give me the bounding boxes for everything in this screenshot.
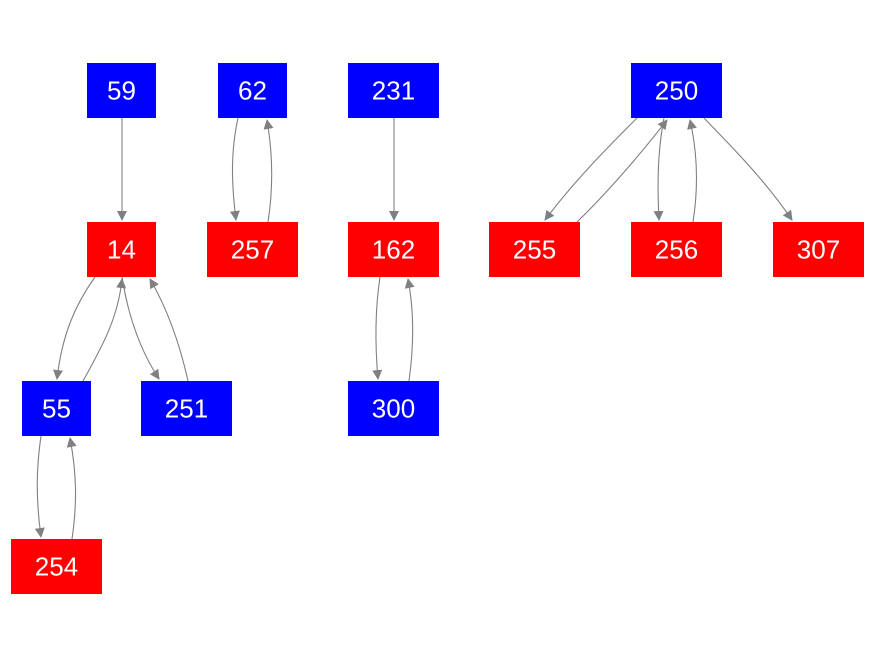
node-box-59	[87, 63, 156, 118]
node-255: 255	[489, 222, 580, 277]
node-label-14: 14	[107, 235, 136, 265]
edge-256-to-250	[687, 119, 697, 223]
nodes-layer: 59 62 231 250 14 257 162 255 256 307 55 251 300 254	[11, 63, 864, 594]
node-box-254	[11, 539, 102, 594]
node-box-162	[348, 222, 439, 277]
node-label-162: 162	[372, 235, 415, 265]
node-label-231: 231	[372, 76, 415, 106]
node-box-300	[348, 381, 439, 436]
edge-300-to-162	[404, 278, 415, 382]
node-label-257: 257	[231, 235, 274, 265]
node-box-250	[631, 63, 722, 118]
node-14: 14	[87, 222, 156, 277]
edge-250-to-256	[653, 117, 665, 221]
node-label-300: 300	[372, 394, 415, 424]
edge-257-to-62	[263, 119, 274, 223]
node-257: 257	[207, 222, 298, 277]
edge-55-to-14	[82, 278, 127, 382]
node-box-257	[207, 222, 298, 277]
node-label-255: 255	[513, 235, 556, 265]
node-label-55: 55	[42, 394, 71, 424]
node-label-59: 59	[107, 76, 136, 106]
node-254: 254	[11, 539, 102, 594]
node-label-307: 307	[797, 235, 840, 265]
node-307: 307	[773, 222, 864, 277]
node-231: 231	[348, 63, 439, 118]
node-59: 59	[87, 63, 156, 118]
node-55: 55	[22, 381, 91, 436]
node-box-255	[489, 222, 580, 277]
node-box-62	[218, 63, 287, 118]
node-box-231	[348, 63, 439, 118]
node-box-251	[141, 381, 232, 436]
node-62: 62	[218, 63, 287, 118]
edge-14-to-251	[121, 276, 160, 380]
node-162: 162	[348, 222, 439, 277]
node-251: 251	[141, 381, 232, 436]
node-label-250: 250	[655, 76, 698, 106]
node-label-251: 251	[165, 394, 208, 424]
edge-251-to-14	[149, 278, 189, 382]
node-256: 256	[631, 222, 722, 277]
edges-layer	[34, 117, 793, 540]
node-label-62: 62	[238, 76, 267, 106]
edge-250-to-255	[544, 117, 638, 221]
node-box-256	[631, 222, 722, 277]
edge-14-to-55	[53, 276, 96, 380]
node-label-256: 256	[655, 235, 698, 265]
node-box-55	[22, 381, 91, 436]
edge-250-to-307	[703, 117, 793, 221]
edge-255-to-250	[576, 119, 668, 223]
node-label-254: 254	[35, 552, 78, 582]
node-250: 250	[631, 63, 722, 118]
node-box-14	[87, 222, 156, 277]
edge-254-to-55	[66, 437, 77, 540]
node-300: 300	[348, 381, 439, 436]
edge-55-to-254	[34, 435, 45, 538]
edge-62-to-257	[229, 117, 240, 221]
node-box-307	[773, 222, 864, 277]
edge-162-to-300	[372, 276, 383, 380]
